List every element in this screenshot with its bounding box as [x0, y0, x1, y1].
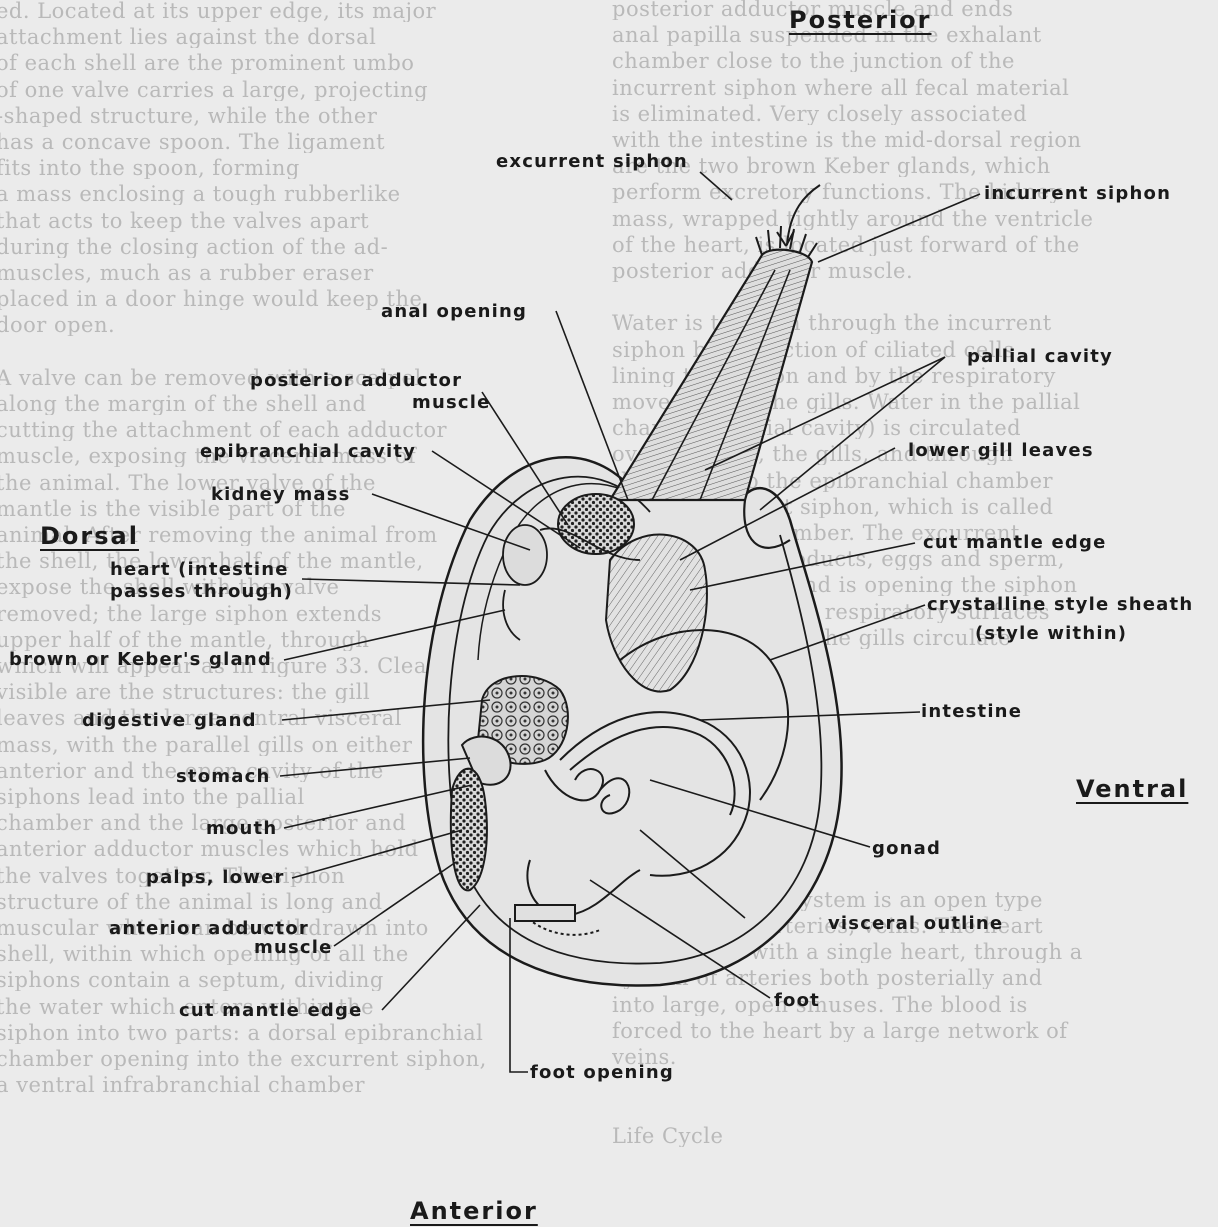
label-incurrent-siphon: incurrent siphon — [984, 183, 1171, 204]
label-mouth: mouth — [206, 818, 277, 839]
label-keber-gland: brown or Keber's gland — [9, 649, 272, 670]
label-epibranchial-cavity: epibranchial cavity — [200, 441, 416, 462]
label-cut-mantle-edge-bottom: cut mantle edge — [179, 1000, 363, 1021]
anterior-adductor-shape — [451, 769, 487, 891]
dorsal-label: Dorsal — [40, 522, 139, 550]
label-posterior-adductor-2: muscle — [412, 392, 491, 413]
label-crystalline-1: crystalline style sheath — [927, 594, 1193, 615]
label-kidney-mass: kidney mass — [211, 484, 351, 505]
flow-arrow — [777, 185, 820, 246]
label-cut-mantle-edge-top: cut mantle edge — [923, 532, 1107, 553]
label-pallial-cavity: pallial cavity — [967, 346, 1113, 367]
label-lower-gill-leaves: lower gill leaves — [908, 440, 1094, 461]
ventral-label: Ventral — [1076, 775, 1188, 803]
label-anterior-adductor-2: muscle — [254, 937, 333, 958]
anterior-label: Anterior — [410, 1197, 538, 1225]
siphon — [610, 226, 817, 548]
label-foot-opening: foot opening — [530, 1062, 674, 1083]
mouth-dot — [322, 818, 325, 821]
label-excurrent-siphon: excurrent siphon — [496, 151, 688, 172]
label-crystalline-2: (style within) — [975, 623, 1127, 644]
label-digestive-gland: digestive gland — [82, 710, 257, 731]
label-palps-lower: palps, lower — [146, 867, 285, 888]
label-anterior-adductor-1: anterior adductor — [109, 918, 309, 939]
posterior-label: Posterior — [789, 6, 932, 34]
label-posterior-adductor-1: posterior adductor — [250, 370, 462, 391]
label-heart-1: heart (intestine — [110, 559, 289, 580]
label-visceral-outline: visceral outline — [828, 913, 1003, 934]
label-anal-opening: anal opening — [381, 301, 527, 322]
label-gonad: gonad — [872, 838, 941, 859]
label-foot: foot — [774, 990, 820, 1011]
label-heart-2: passes through) — [110, 581, 293, 602]
label-stomach: stomach — [176, 766, 270, 787]
posterior-adductor-shape — [558, 494, 634, 554]
label-intestine: intestine — [921, 701, 1022, 722]
